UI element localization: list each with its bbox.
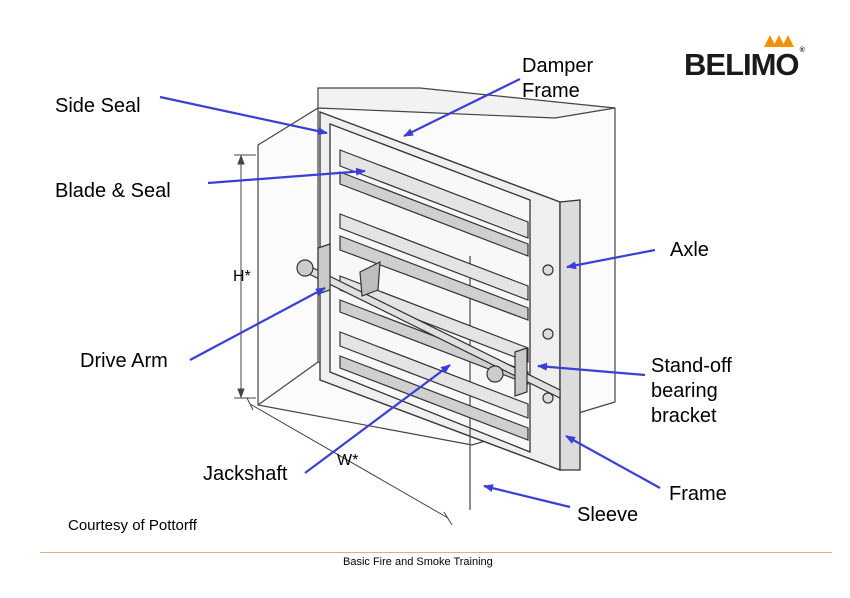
arrow-jackshaft <box>304 364 451 474</box>
blades <box>339 149 529 441</box>
logo-triangles-icon <box>764 35 794 47</box>
label-width-dim: W* <box>337 452 359 469</box>
footer-rule <box>40 552 832 553</box>
label-drive-arm: Drive Arm <box>80 350 168 372</box>
courtesy-credit: Courtesy of Pottorff <box>68 517 197 534</box>
arrow-blade-seal <box>207 167 366 185</box>
axles-and-shaft <box>296 243 561 404</box>
arrow-standoff <box>537 362 646 377</box>
belimo-logo: BELIMO® <box>684 35 805 83</box>
dimension-lines <box>234 154 453 526</box>
arrow-side-seal <box>159 95 328 136</box>
arrow-frame <box>565 435 661 489</box>
label-height-dim: H* <box>233 268 251 285</box>
label-jackshaft: Jackshaft <box>203 463 288 485</box>
arrow-damper-frame <box>403 78 521 137</box>
label-standoff-bracket: Stand-off bearing bracket <box>651 355 732 427</box>
label-side-seal: Side Seal <box>55 95 141 117</box>
label-frame: Frame <box>669 483 727 505</box>
label-axle: Axle <box>670 239 709 261</box>
arrow-axle <box>566 248 656 270</box>
arrow-drive-arm <box>189 287 326 361</box>
arrow-sleeve <box>483 484 571 509</box>
label-sleeve: Sleeve <box>577 504 639 526</box>
label-blade-seal: Blade & Seal <box>55 180 171 202</box>
footer-text: Basic Fire and Smoke Training <box>343 556 493 568</box>
label-damper-frame: Damper Frame <box>522 55 594 102</box>
pointer-arrows <box>159 78 661 509</box>
